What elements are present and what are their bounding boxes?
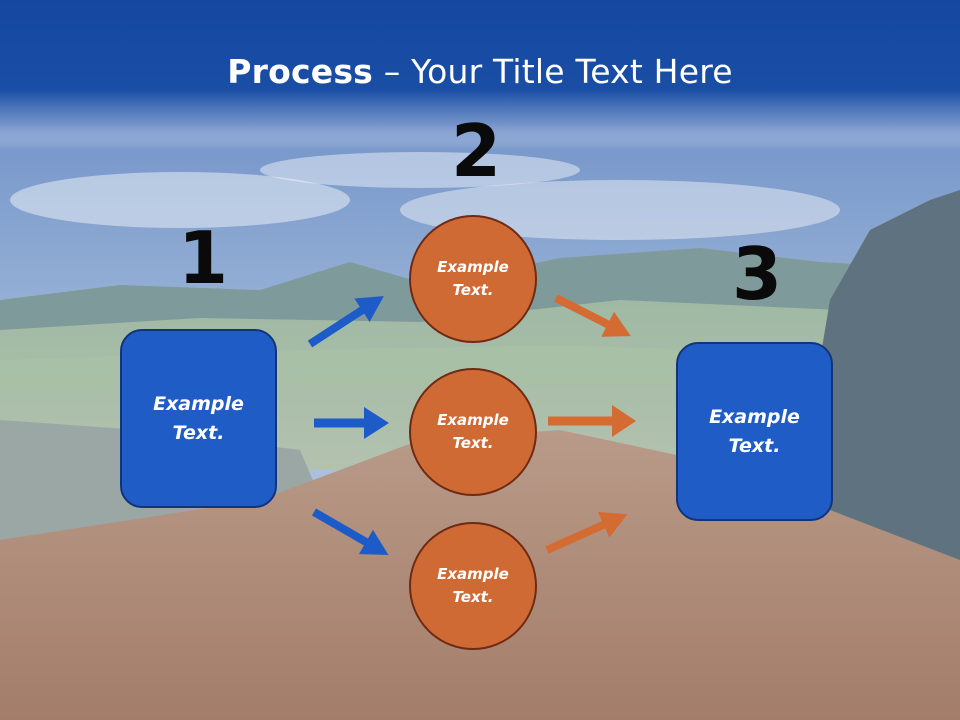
title-rest-part: – Your Title Text Here: [373, 52, 733, 91]
blue-arrow-up: [307, 296, 384, 348]
title-bold-part: Process: [227, 52, 374, 91]
circle-top-text: Example Text.: [437, 258, 509, 299]
left-process-box: Example Text.: [120, 329, 277, 508]
right-process-box: Example Text.: [676, 342, 833, 521]
right-box-text: Example Text.: [709, 405, 800, 457]
step-number-1: 1: [178, 216, 229, 300]
circle-middle-text: Example Text.: [437, 411, 509, 452]
process-circle-middle: Example Text.: [409, 368, 537, 496]
orange-arrow-up: [545, 511, 628, 554]
left-box-text: Example Text.: [153, 392, 244, 444]
process-circle-bottom: Example Text.: [409, 522, 537, 650]
blue-arrow-down: [312, 508, 389, 555]
slide-title: Process – Your Title Text Here: [0, 52, 960, 91]
step-number-3: 3: [732, 232, 783, 316]
blue-arrow-right: [314, 407, 389, 439]
process-circle-top: Example Text.: [409, 215, 537, 343]
step-number-2: 2: [451, 109, 502, 193]
orange-arrow-down: [554, 294, 631, 337]
orange-arrow-right: [548, 405, 636, 437]
circle-bottom-text: Example Text.: [437, 565, 509, 606]
